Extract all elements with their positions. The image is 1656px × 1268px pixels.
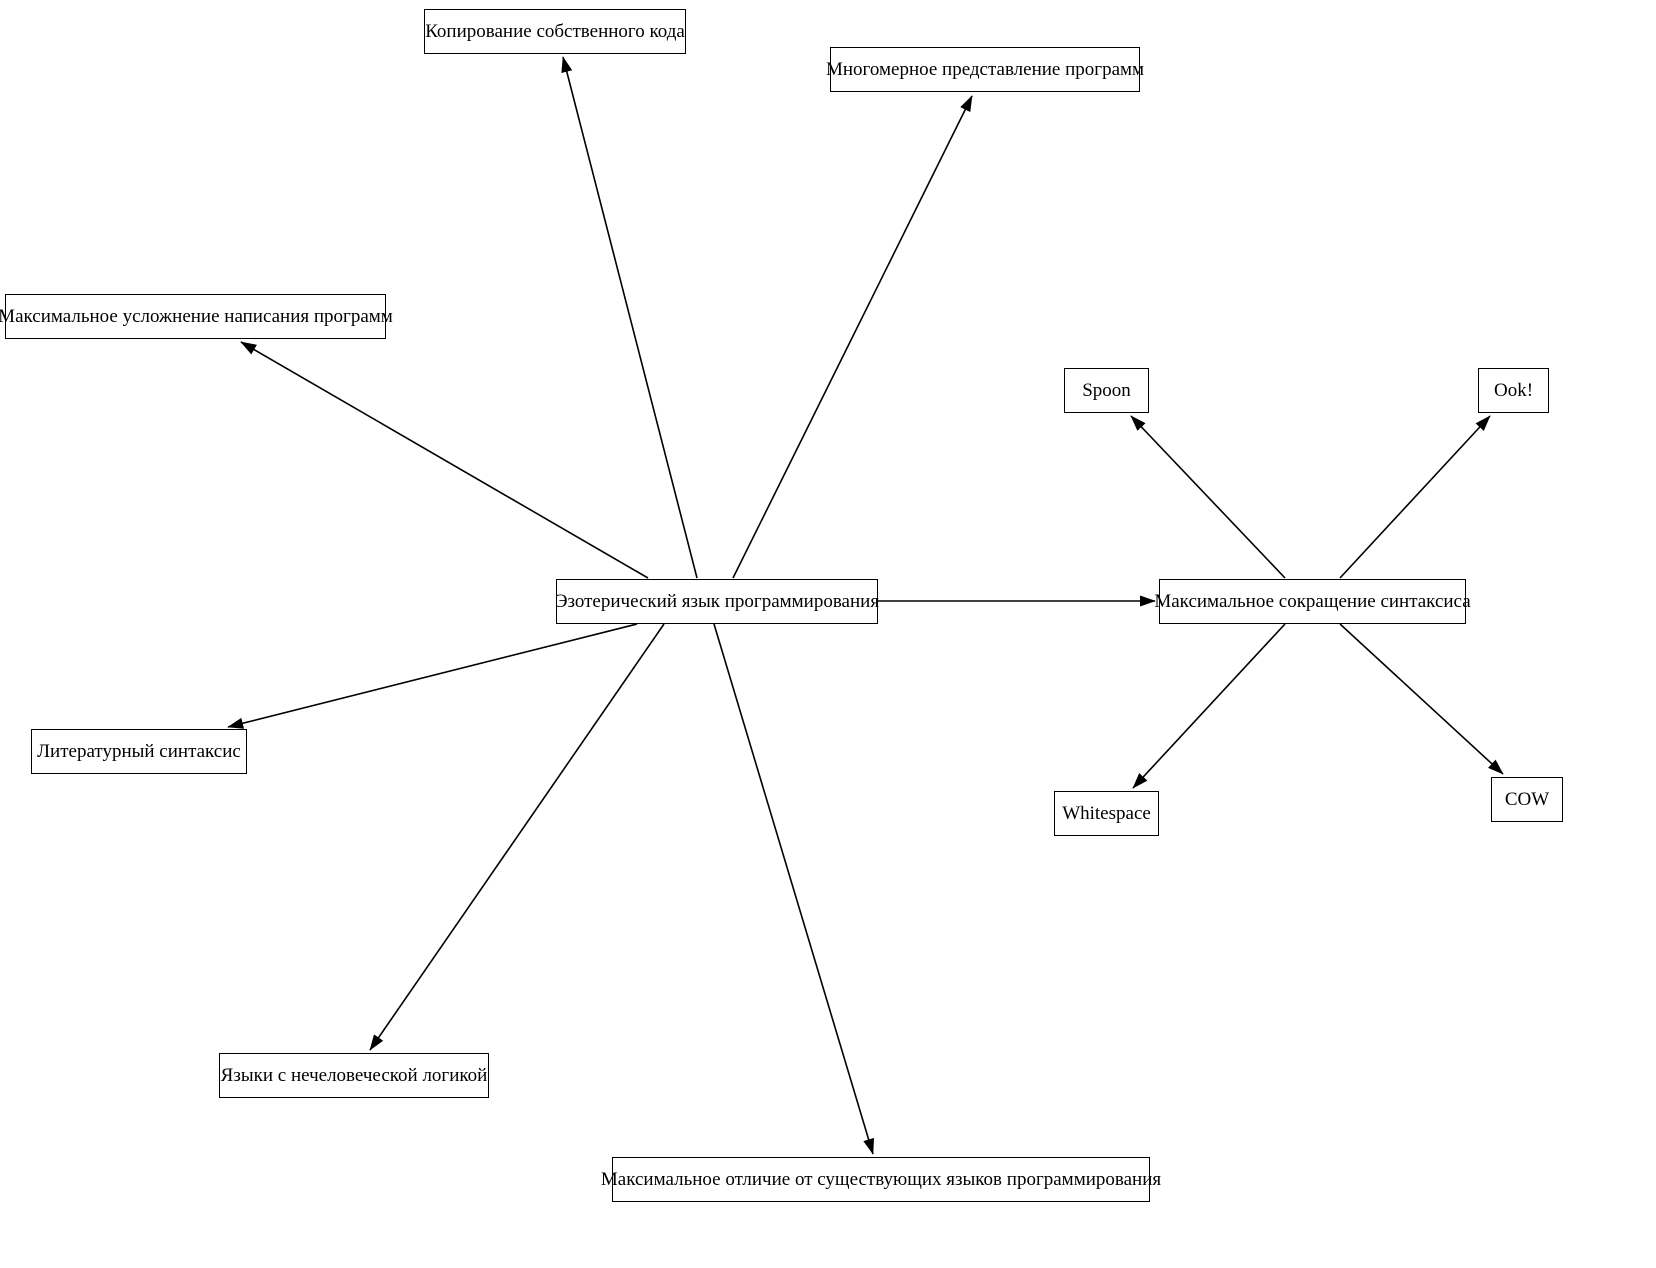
edge-minsyntax-to-whitespace <box>1132 623 1286 789</box>
node-esolang[interactable]: Эзотерический язык программирования <box>554 579 880 624</box>
edge-esolang-to-nonhuman <box>369 623 665 1051</box>
node-cow[interactable]: COW <box>1491 777 1563 822</box>
node-label-ook: Ook! <box>1493 380 1534 401</box>
node-label-difference: Максимальное отличие от существующих язы… <box>600 1169 1162 1190</box>
edge-esolang-to-complexity <box>240 341 649 579</box>
node-spoon[interactable]: Spoon <box>1064 368 1149 413</box>
node-complexity[interactable]: Максимальное усложнение написания програ… <box>0 294 393 339</box>
node-label-esolang: Эзотерический язык программирования <box>554 591 880 612</box>
node-label-spoon: Spoon <box>1082 380 1131 401</box>
edge-esolang-to-literary <box>227 623 638 729</box>
node-minsyntax[interactable]: Максимальное сокращение синтаксиса <box>1154 579 1471 624</box>
node-ook[interactable]: Ook! <box>1478 368 1549 413</box>
node-label-quine: Копирование собственного кода <box>425 21 685 42</box>
edge-minsyntax-to-cow <box>1339 623 1504 775</box>
node-label-multidim: Многомерное представление программ <box>825 59 1145 80</box>
edge-esolang-to-quine <box>561 56 698 579</box>
edge-esolang-to-multidim <box>732 95 973 579</box>
node-label-literary: Литературный синтаксис <box>37 741 241 762</box>
edge-esolang-to-difference <box>713 623 874 1155</box>
edge-minsyntax-to-ook <box>1339 415 1491 579</box>
node-quine[interactable]: Копирование собственного кода <box>424 9 686 54</box>
node-literary[interactable]: Литературный синтаксис <box>31 729 247 774</box>
node-nonhuman[interactable]: Языки с нечеловеческой логикой <box>219 1053 489 1098</box>
node-label-cow: COW <box>1504 789 1550 810</box>
node-difference[interactable]: Максимальное отличие от существующих язы… <box>601 1157 1161 1202</box>
node-label-whitespace: Whitespace <box>1062 803 1151 824</box>
node-label-complexity: Максимальное усложнение написания програ… <box>0 306 393 327</box>
edge-minsyntax-to-spoon <box>1130 415 1286 579</box>
node-whitespace[interactable]: Whitespace <box>1054 791 1159 836</box>
node-label-nonhuman: Языки с нечеловеческой логикой <box>220 1065 488 1086</box>
node-label-minsyntax: Максимальное сокращение синтаксиса <box>1154 591 1471 612</box>
node-multidim[interactable]: Многомерное представление программ <box>826 47 1144 92</box>
